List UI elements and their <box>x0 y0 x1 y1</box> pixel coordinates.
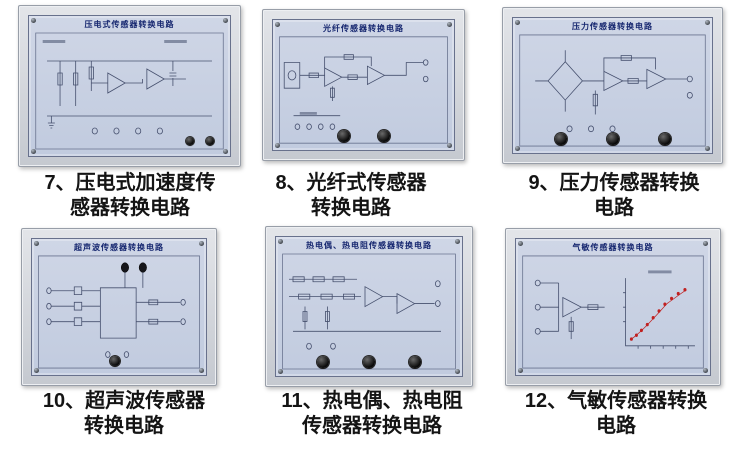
knob <box>110 356 121 366</box>
caption-11: 11、热电偶、热电阻 传感器转换电路 <box>281 390 463 437</box>
product-photo-8: 光纤传感器转换电路 <box>262 9 465 161</box>
screw-icon <box>34 368 39 373</box>
circuit-schematic <box>37 254 201 370</box>
knob <box>658 133 671 145</box>
panel-face: 压力传感器转换电路 <box>512 17 713 154</box>
product-photo-7: 压电式传感器转换电路 <box>18 5 241 167</box>
screw-icon <box>705 146 710 151</box>
knob <box>554 133 567 145</box>
panel-title: 光纤传感器转换电路 <box>323 24 404 33</box>
caption-12: 12、气敏传感器转换 电路 <box>524 390 708 437</box>
knob <box>606 133 619 145</box>
screw-icon <box>518 368 523 373</box>
screw-icon <box>455 369 460 374</box>
knob-row <box>110 356 121 366</box>
panel-title: 压力传感器转换电路 <box>572 22 653 31</box>
screw-icon <box>275 143 280 148</box>
screw-icon <box>515 146 520 151</box>
panel-title: 压电式传感器转换电路 <box>84 20 175 29</box>
screw-icon <box>223 149 228 154</box>
caption-10: 10、超声波传感器 转换电路 <box>42 390 206 437</box>
panel-face: 压电式传感器转换电路 <box>28 15 231 157</box>
screw-icon <box>447 22 452 27</box>
screw-icon <box>199 368 204 373</box>
circuit-schematic <box>34 31 225 151</box>
knob <box>337 130 350 142</box>
screw-icon <box>31 18 36 23</box>
screw-icon <box>515 20 520 25</box>
knob <box>186 137 194 145</box>
screw-icon <box>34 241 39 246</box>
screw-icon <box>278 369 283 374</box>
knob <box>377 130 390 142</box>
knob-row <box>186 137 214 145</box>
panel-face: 光纤传感器转换电路 <box>272 19 455 151</box>
knob <box>206 137 214 145</box>
caption-9: 9、压力传感器转换 电路 <box>528 172 700 219</box>
knob-row <box>337 130 390 142</box>
panel-face: 气敏传感器转换电路 <box>515 238 711 376</box>
screw-icon <box>447 143 452 148</box>
panel-title: 气敏传感器转换电路 <box>572 243 654 252</box>
screw-icon <box>705 20 710 25</box>
knob-row <box>317 356 421 368</box>
screw-icon <box>275 22 280 27</box>
screw-icon <box>199 241 204 246</box>
circuit-schematic <box>521 254 705 370</box>
screw-icon <box>703 368 708 373</box>
knob <box>363 356 375 368</box>
caption-7: 7、压电式加速度传 感器转换电路 <box>44 172 216 219</box>
product-photo-12: 气敏传感器转换电路 <box>505 228 721 386</box>
screw-icon <box>703 241 708 246</box>
screw-icon <box>31 149 36 154</box>
product-photo-9: 压力传感器转换电路 <box>502 7 723 164</box>
circuit-schematic <box>518 33 707 148</box>
screw-icon <box>278 239 283 244</box>
knob <box>409 356 421 368</box>
panel-face: 热电偶、热电阻传感器转换电路 <box>275 236 463 377</box>
screw-icon <box>518 241 523 246</box>
screw-icon <box>455 239 460 244</box>
screw-icon <box>223 18 228 23</box>
caption-8: 8、光纤式传感器 转换电路 <box>275 172 427 219</box>
circuit-schematic <box>278 35 449 145</box>
panel-title: 超声波传感器转换电路 <box>74 243 164 252</box>
product-photo-11: 热电偶、热电阻传感器转换电路 <box>265 226 473 387</box>
panel-face: 超声波传感器转换电路 <box>31 238 207 376</box>
circuit-schematic <box>281 252 457 371</box>
panel-title: 热电偶、热电阻传感器转换电路 <box>306 241 432 250</box>
product-photo-10: 超声波传感器转换电路 <box>21 228 217 386</box>
knob <box>317 356 329 368</box>
knob-row <box>554 133 671 145</box>
